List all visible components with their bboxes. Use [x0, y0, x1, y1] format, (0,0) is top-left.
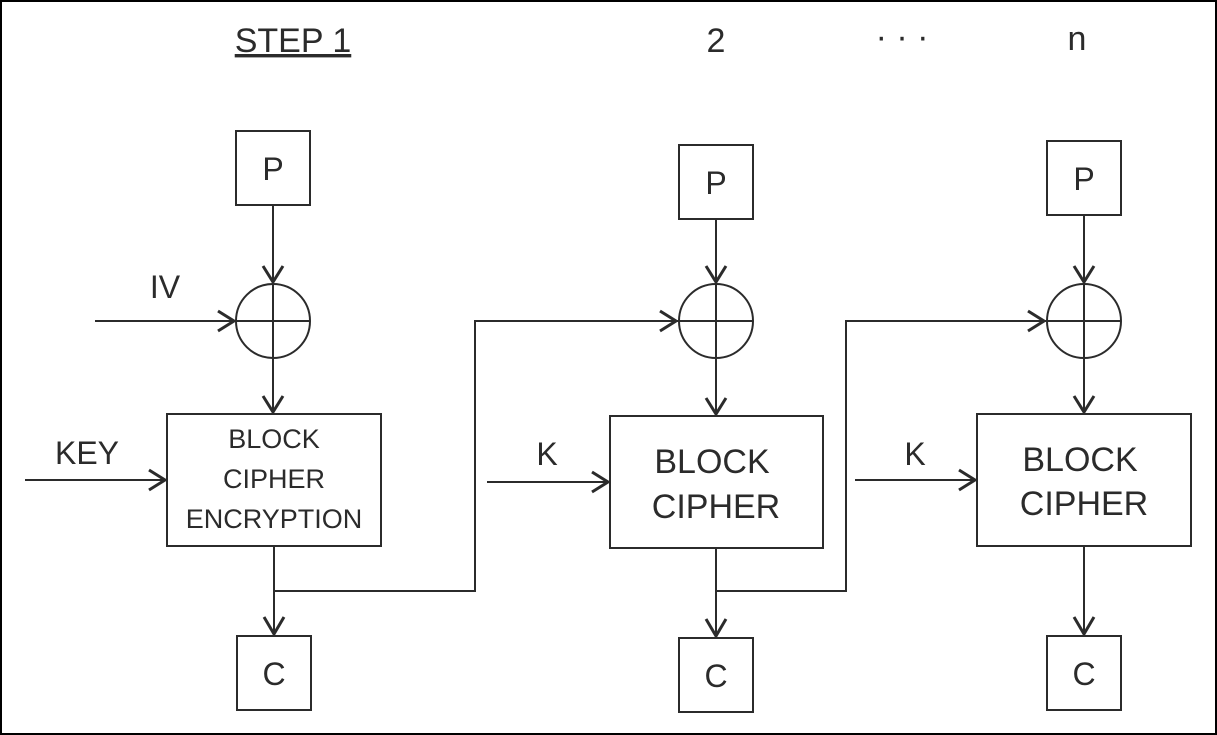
arrow-into-xor-n: [1072, 265, 1096, 285]
header-step-n: n: [1068, 20, 1087, 58]
key-label-n: K: [904, 436, 925, 472]
header-step-1: STEP 1: [235, 22, 352, 60]
chain-arrow-icon-2: [659, 309, 679, 333]
plaintext-label-1: P: [262, 151, 283, 187]
key-label-2: K: [536, 436, 557, 472]
stage-n: P BLOCK CIPHER K C: [855, 140, 1192, 711]
ciphertext-label-n: C: [1072, 656, 1095, 692]
arrow-into-cipher-n: [1072, 395, 1096, 415]
arrow-into-cipher-1: [261, 395, 285, 415]
block-cipher-box-n: [976, 413, 1192, 547]
block-cipher-box-2: [609, 415, 824, 549]
chain-line-1-to-2: [274, 320, 678, 592]
cipher-2-line-1: BLOCK: [654, 443, 770, 481]
cipher-1-line-1: BLOCK: [228, 424, 320, 454]
cipher-1-line-3: ENCRYPTION: [186, 504, 363, 534]
arrow-into-cipher-2: [704, 397, 728, 417]
key-arrow-icon-n: [958, 468, 978, 492]
key-arrow-icon-2: [591, 470, 611, 494]
ciphertext-label-2: C: [704, 658, 727, 694]
plaintext-label-n: P: [1073, 161, 1094, 197]
stage-1: P IV BLOCK CIPHER ENCRYPTION KEY C: [25, 130, 382, 711]
cipher-n-line-1: BLOCK: [1022, 441, 1138, 479]
ciphertext-box-1: [236, 635, 312, 711]
key-arrow-icon: [148, 468, 168, 492]
header-step-2: 2: [707, 22, 726, 60]
header-ellipsis: · · ·: [876, 18, 929, 56]
chain-line-2-to-n: [716, 320, 1046, 592]
plaintext-label-2: P: [705, 165, 726, 201]
arrow-into-ciphertext-n: [1072, 616, 1096, 637]
arrow-into-xor-1: [261, 265, 285, 285]
iv-arrow-icon: [217, 309, 237, 333]
arrow-into-ciphertext-1: [262, 616, 286, 637]
ciphertext-box-2: [678, 637, 754, 713]
key-label: KEY: [55, 435, 119, 471]
arrow-into-ciphertext-2: [704, 618, 728, 639]
cipher-n-line-2: CIPHER: [1020, 485, 1148, 523]
cipher-1-line-2: CIPHER: [223, 464, 325, 494]
cipher-2-line-2: CIPHER: [652, 488, 780, 526]
stage-2: P BLOCK CIPHER K C: [487, 144, 824, 713]
ciphertext-box-n: [1046, 635, 1122, 711]
chain-arrow-icon-n: [1027, 309, 1047, 333]
plaintext-box-2: [678, 144, 754, 220]
plaintext-box-1: [235, 130, 311, 206]
arrow-into-xor-2: [704, 265, 728, 285]
iv-label: IV: [150, 269, 181, 305]
ciphertext-label-1: C: [262, 656, 285, 692]
